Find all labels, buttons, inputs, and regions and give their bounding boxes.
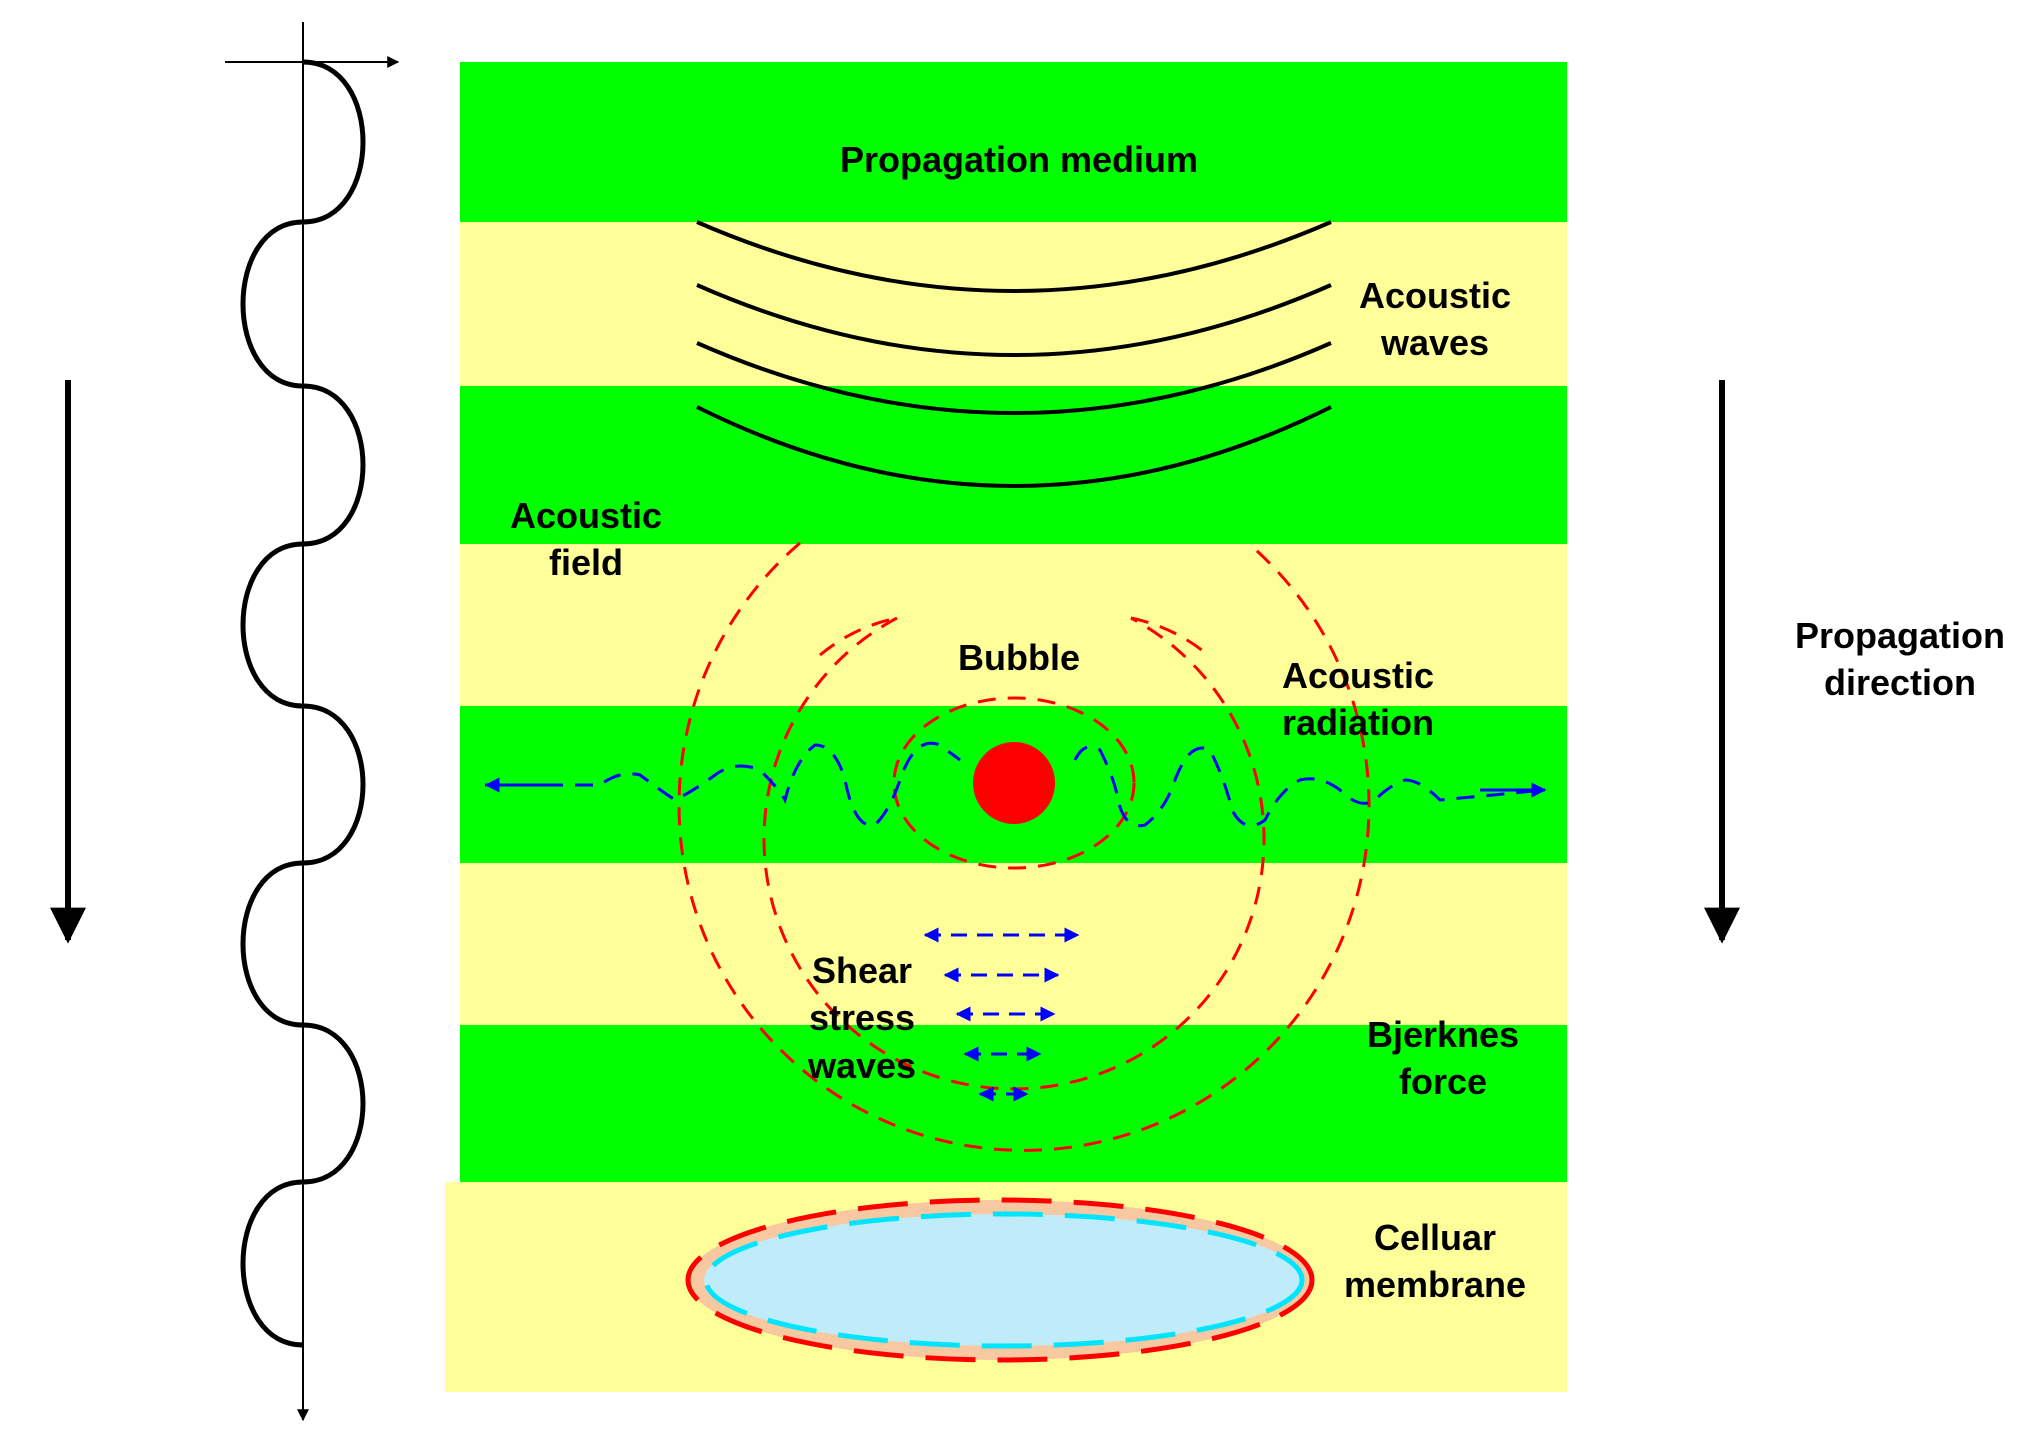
label-shear-line1: Shear xyxy=(812,950,912,991)
shear-stress-arrows xyxy=(923,927,1080,1102)
acoustic-wavefronts xyxy=(696,220,1332,488)
membrane-inner-dash xyxy=(703,1211,1305,1349)
label-shear-line3: waves xyxy=(807,1045,916,1086)
radiation-ring-middle-top xyxy=(819,616,898,657)
sine-wave-graphic xyxy=(225,22,400,1422)
labels: Propagation medium Acoustic waves Acoust… xyxy=(510,139,2005,1305)
bubble-dot xyxy=(973,742,1055,824)
label-acoustic-field-line1: Acoustic xyxy=(510,495,662,536)
radiation-ring-inner xyxy=(892,696,1136,870)
label-shear-line2: stress xyxy=(809,997,915,1038)
yellow-band-1 xyxy=(460,222,1567,386)
label-propagation-direction-line1: Propagation xyxy=(1795,615,2005,656)
label-bjerknes-line2: force xyxy=(1399,1061,1487,1102)
yellow-band-2 xyxy=(460,544,1567,706)
acoustic-radiation-wave xyxy=(485,741,1546,828)
green-band-1 xyxy=(460,62,1567,222)
label-bubble: Bubble xyxy=(958,637,1080,678)
membrane-outer-dash xyxy=(685,1197,1315,1363)
membrane-inner-fill xyxy=(704,1214,1304,1346)
label-bjerknes-line1: Bjerknes xyxy=(1367,1014,1519,1055)
yellow-band-3 xyxy=(460,863,1567,1025)
radiation-ring-middle-top-right xyxy=(1130,616,1209,657)
wavefront-3 xyxy=(696,341,1332,415)
label-acoustic-field-line2: field xyxy=(549,542,623,583)
cell-membrane xyxy=(685,1197,1315,1363)
label-acoustic-waves-line2: waves xyxy=(1380,322,1489,363)
label-celluar-line1: Celluar xyxy=(1374,1217,1496,1258)
label-propagation-direction-line2: direction xyxy=(1824,662,1976,703)
label-acoustic-waves-line1: Acoustic xyxy=(1359,275,1511,316)
wavefront-1 xyxy=(696,220,1332,293)
label-propagation-medium: Propagation medium xyxy=(840,139,1198,180)
label-celluar-line2: membrane xyxy=(1344,1264,1526,1305)
label-acoustic-radiation-line1: Acoustic xyxy=(1282,655,1434,696)
wavefront-4 xyxy=(696,405,1332,488)
label-acoustic-radiation-line2: radiation xyxy=(1282,702,1434,743)
wavefront-2 xyxy=(696,283,1332,357)
sine-wave xyxy=(240,59,366,1348)
